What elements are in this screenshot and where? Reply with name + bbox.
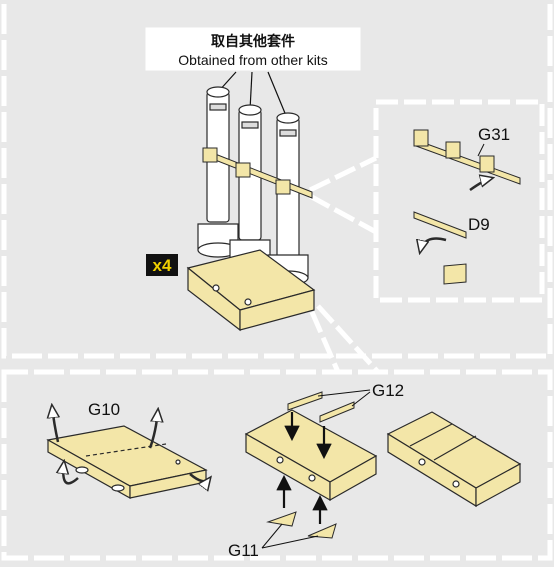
part-label-g12: G12: [372, 381, 404, 400]
base-box: [186, 249, 316, 332]
multiplier-badge: x4: [146, 254, 178, 276]
g12-leaders: [317, 389, 371, 407]
note-label-english: Obtained from other kits: [178, 52, 327, 68]
note-box: 取自其他套件 Obtained from other kits: [145, 27, 361, 71]
part-g11-wedges: [266, 511, 337, 539]
multiplier-label: x4: [153, 256, 172, 275]
part-label-g31: G31: [478, 125, 510, 144]
part-d9-detail: [413, 211, 467, 285]
part-label-d9: D9: [468, 215, 490, 234]
frame-bottom: [1, 369, 553, 561]
part-g10: [46, 425, 208, 500]
part-g12-strips: [287, 391, 355, 423]
g31-fold-arrow: [469, 178, 492, 192]
completed-box: [386, 411, 522, 508]
g31-leader: [477, 143, 485, 157]
part-g31-detail: [413, 129, 521, 185]
part-label-g10: G10: [88, 400, 120, 419]
assembly-box-g12: [244, 409, 378, 502]
d9-bend-arrow: [420, 237, 447, 253]
barrel-assembly: [197, 86, 309, 286]
clip-strip-g31: [202, 147, 313, 199]
insert-arrows: [276, 412, 332, 524]
g11-leaders: [261, 523, 319, 549]
part-label-g11: G11: [228, 541, 259, 560]
note-label-chinese: 取自其他套件: [211, 33, 295, 49]
detail-connector-lower: [309, 304, 380, 374]
frame-top: [1, 4, 553, 359]
g10-fold-arrows: [52, 406, 210, 483]
detail-callout-frame: [308, 99, 545, 303]
